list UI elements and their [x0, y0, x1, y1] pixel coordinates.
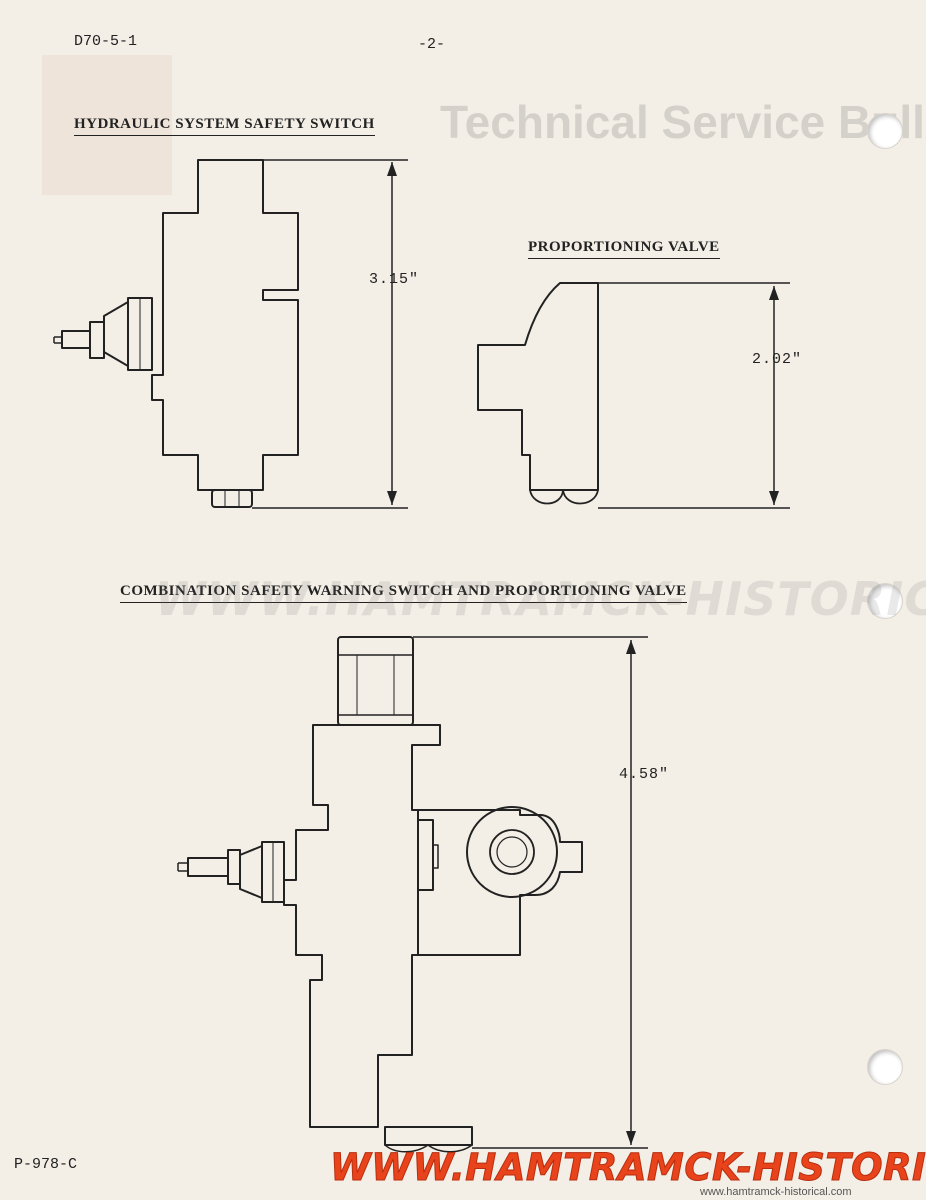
combination-valve-drawing [177, 636, 648, 1153]
combination-valve-title: COMBINATION SAFETY WARNING SWITCH AND PR… [120, 583, 687, 603]
proportioning-valve-title: PROPORTIONING VALVE [528, 239, 720, 259]
hydraulic-switch-dimension: 3.15" [369, 271, 420, 288]
hydraulic-switch-title: HYDRAULIC SYSTEM SAFETY SWITCH [74, 116, 375, 136]
proportioning-valve-drawing [477, 282, 790, 509]
hydraulic-switch-drawing [53, 159, 408, 509]
proportioning-valve-dimension: 2.02" [752, 351, 803, 368]
form-number: P-978-C [14, 1156, 78, 1173]
watermark-main: WWW.HAMTRAMCK-HISTORICAL.COM [330, 1146, 926, 1190]
punch-hole-bottom [868, 1050, 902, 1084]
doc-number: D70-5-1 [74, 33, 138, 50]
punch-hole-top [868, 114, 902, 148]
punch-hole-middle [868, 584, 902, 618]
watermark-faint: WWW.HAMTRAMCK-HISTORICAL.COM [155, 572, 926, 626]
bleed-through-heading: Technical Service Bulletin [440, 96, 926, 148]
bleed-through-logo [42, 55, 172, 195]
watermark-small: www.hamtramck-historical.com [700, 1186, 852, 1198]
page-number: -2- [418, 36, 446, 53]
